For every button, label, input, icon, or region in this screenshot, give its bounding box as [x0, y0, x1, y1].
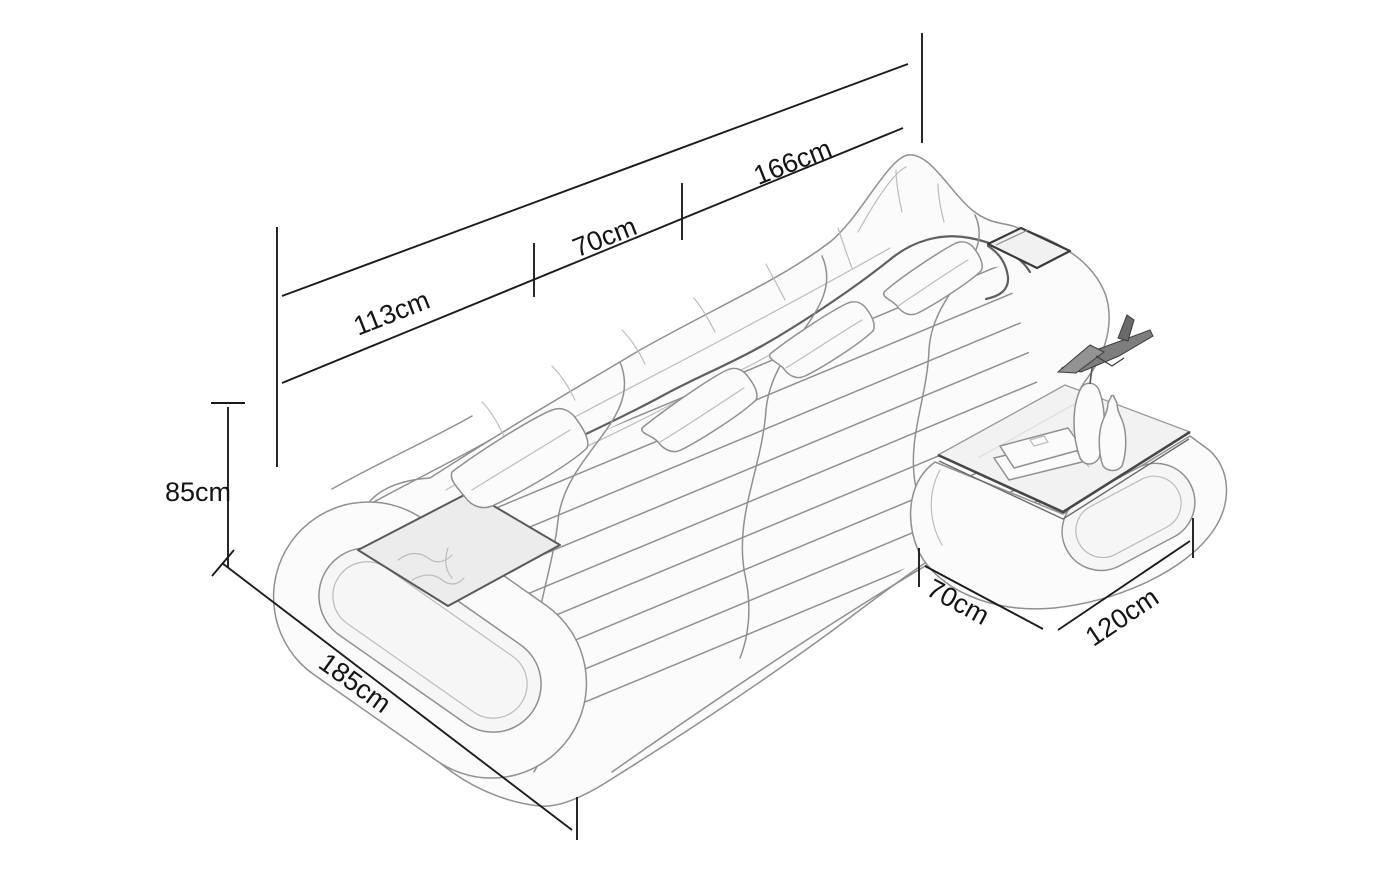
coffee-table-illustration [909, 314, 1228, 610]
table-left-face-line [930, 469, 943, 546]
chaise-length-line [221, 562, 573, 831]
sofa-height-label: 85cm [165, 477, 231, 507]
table-width-line [1057, 540, 1191, 631]
arm-loop-inner-line [332, 561, 528, 719]
pillow-3 [769, 301, 875, 379]
vases [1073, 382, 1127, 472]
dim-total-line [281, 63, 909, 297]
sofa-back-segment-2-label: 70cm [568, 211, 640, 263]
sofa-backrest-tufting [481, 169, 945, 439]
chaise-arm-band-1 [331, 415, 473, 490]
pillow-4 [882, 241, 983, 316]
sofa-pillows [450, 241, 983, 509]
sofa-back-segment-1-label: 113cm [349, 285, 434, 342]
sofa-corner-tray [984, 226, 1072, 301]
pillow-2 [641, 367, 758, 453]
sofa-illustration [272, 154, 1110, 807]
sofa-back-segment-3-label: 166cm [749, 133, 835, 191]
backrest-hump-line [857, 166, 907, 233]
seat-back-junction-seam [436, 235, 1032, 516]
jet-sculpture [1056, 314, 1154, 385]
dim-sofa-height: 85cm [165, 402, 245, 577]
dim-segment-line [281, 127, 904, 384]
table-depth-line [924, 565, 1044, 630]
sofa-seat-panel [357, 491, 561, 607]
pillow-1 [450, 407, 589, 509]
